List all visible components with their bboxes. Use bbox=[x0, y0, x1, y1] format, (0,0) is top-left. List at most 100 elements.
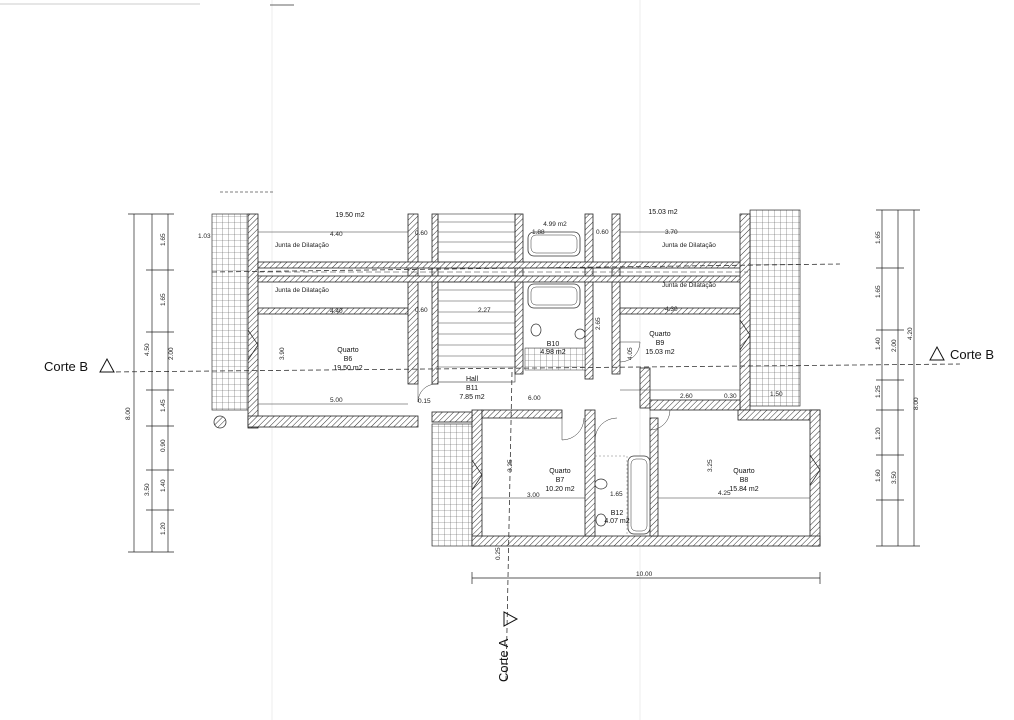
toilet-icon bbox=[594, 478, 608, 490]
svg-text:1.03: 1.03 bbox=[198, 233, 211, 240]
bathtub-icon bbox=[527, 231, 581, 257]
svg-text:4.30: 4.30 bbox=[665, 306, 678, 313]
room-name: Quarto bbox=[337, 347, 359, 354]
right-dimension-chains bbox=[876, 209, 920, 547]
section-b-right-marker-icon bbox=[929, 345, 945, 361]
svg-text:0.90: 0.90 bbox=[160, 439, 167, 452]
dimension-labels: 4.40 4.40 3.70 4.30 5.00 6.00 2.60 3.00 … bbox=[198, 229, 783, 578]
svg-text:4.40: 4.40 bbox=[330, 231, 343, 238]
bathtub-icon bbox=[527, 283, 581, 309]
svg-text:1.65: 1.65 bbox=[160, 233, 167, 246]
svg-text:2.00: 2.00 bbox=[168, 347, 175, 360]
room-code: B10 bbox=[547, 341, 560, 348]
svg-text:1.25: 1.25 bbox=[875, 385, 882, 398]
room-name: Hall bbox=[466, 376, 479, 383]
room-b9: Quarto B9 15.03 m2 bbox=[645, 331, 674, 356]
drain-icon bbox=[213, 415, 227, 429]
svg-text:6.00: 6.00 bbox=[528, 395, 541, 402]
top-area-mid: 4.99 m2 bbox=[543, 221, 567, 228]
svg-text:2.60: 2.60 bbox=[680, 393, 693, 400]
joint-label: Junta de Dilatação bbox=[275, 242, 329, 249]
bottom-dimension bbox=[471, 572, 821, 584]
svg-text:0.60: 0.60 bbox=[415, 307, 428, 314]
room-code: B6 bbox=[344, 356, 353, 363]
room-code: B9 bbox=[656, 340, 665, 347]
svg-text:4.40: 4.40 bbox=[330, 308, 343, 315]
top-area-right: 15.03 m2 bbox=[648, 209, 677, 216]
svg-text:0.30: 0.30 bbox=[724, 393, 737, 400]
svg-text:3.00: 3.00 bbox=[527, 492, 540, 499]
svg-text:3.50: 3.50 bbox=[891, 471, 898, 484]
room-code: B7 bbox=[556, 477, 565, 484]
bathtub-icon bbox=[627, 455, 651, 535]
svg-text:8.00: 8.00 bbox=[125, 407, 132, 420]
svg-text:0.15: 0.15 bbox=[418, 398, 431, 405]
svg-text:2.65: 2.65 bbox=[595, 317, 602, 330]
room-area: 4.07 m2 bbox=[604, 518, 629, 525]
room-b12: B12 4.07 m2 bbox=[604, 510, 629, 525]
svg-text:1.60: 1.60 bbox=[875, 469, 882, 482]
svg-text:1.20: 1.20 bbox=[160, 522, 167, 535]
joint-label: Junta de Dilatação bbox=[662, 242, 716, 249]
room-code: B12 bbox=[611, 510, 624, 517]
section-a-marker-icon bbox=[503, 611, 519, 627]
svg-text:3.90: 3.90 bbox=[279, 347, 286, 360]
room-name: Quarto bbox=[649, 331, 671, 338]
sink-icon bbox=[595, 513, 607, 527]
svg-text:1.20: 1.20 bbox=[875, 427, 882, 440]
bathroom-tiles bbox=[524, 347, 586, 371]
svg-text:1.65: 1.65 bbox=[610, 491, 623, 498]
sink-icon bbox=[574, 328, 586, 340]
room-b6: Quarto B6 19.50 m2 bbox=[333, 347, 362, 372]
svg-text:1.40: 1.40 bbox=[160, 479, 167, 492]
section-line-a bbox=[505, 371, 513, 681]
svg-text:1.88: 1.88 bbox=[532, 229, 545, 236]
section-b-right-label: Corte B bbox=[950, 347, 994, 362]
room-area: 19.50 m2 bbox=[333, 365, 362, 372]
svg-text:0.60: 0.60 bbox=[596, 229, 609, 236]
svg-text:1.65: 1.65 bbox=[875, 231, 882, 244]
room-b11: Hall B11 7.85 m2 bbox=[459, 376, 484, 401]
section-b-left-label: Corte B bbox=[44, 359, 88, 374]
room-b10: B10 4.98 m2 bbox=[540, 341, 565, 356]
room-area: 7.85 m2 bbox=[459, 394, 484, 401]
svg-text:0.25: 0.25 bbox=[495, 547, 502, 560]
svg-text:4.05: 4.05 bbox=[627, 347, 634, 360]
windows bbox=[247, 319, 821, 491]
svg-text:2.00: 2.00 bbox=[891, 339, 898, 352]
joint-label: Junta de Dilatação bbox=[662, 282, 716, 289]
svg-text:1.40: 1.40 bbox=[875, 337, 882, 350]
room-area: 4.98 m2 bbox=[540, 349, 565, 356]
room-name: Quarto bbox=[549, 468, 571, 475]
section-line-joint bbox=[211, 263, 841, 273]
bath-b12-outline bbox=[594, 455, 628, 537]
svg-text:0.60: 0.60 bbox=[415, 230, 428, 237]
svg-text:5.00: 5.00 bbox=[330, 397, 343, 404]
svg-text:1.45: 1.45 bbox=[160, 399, 167, 412]
section-b-left-marker-icon bbox=[99, 357, 115, 373]
staircase bbox=[437, 213, 516, 383]
room-code: B11 bbox=[466, 385, 478, 392]
room-code: B8 bbox=[740, 477, 749, 484]
toilet-icon bbox=[530, 323, 542, 337]
room-b8: Quarto B8 15.84 m2 bbox=[729, 468, 758, 493]
section-a-label: Corte A bbox=[496, 638, 511, 682]
walls bbox=[247, 213, 821, 547]
svg-text:4.25: 4.25 bbox=[718, 490, 731, 497]
svg-text:2.27: 2.27 bbox=[478, 307, 491, 314]
svg-text:10.00: 10.00 bbox=[636, 571, 653, 578]
terrace-right bbox=[749, 209, 801, 407]
door-swings bbox=[417, 341, 671, 441]
svg-text:1.65: 1.65 bbox=[160, 293, 167, 306]
svg-text:3.25: 3.25 bbox=[507, 459, 514, 472]
svg-text:1.50: 1.50 bbox=[770, 391, 783, 398]
dimension-labels-vertical: 3.90 4.05 2.65 3.25 3.25 0.25 8.00 8.00 … bbox=[125, 231, 920, 560]
partitions bbox=[258, 231, 810, 499]
svg-text:8.00: 8.00 bbox=[913, 397, 920, 410]
left-dimension-chains bbox=[128, 213, 174, 553]
terrace-left bbox=[211, 213, 249, 411]
svg-text:3.70: 3.70 bbox=[665, 229, 678, 236]
room-name: Quarto bbox=[733, 468, 755, 475]
svg-text:4.20: 4.20 bbox=[907, 327, 914, 340]
